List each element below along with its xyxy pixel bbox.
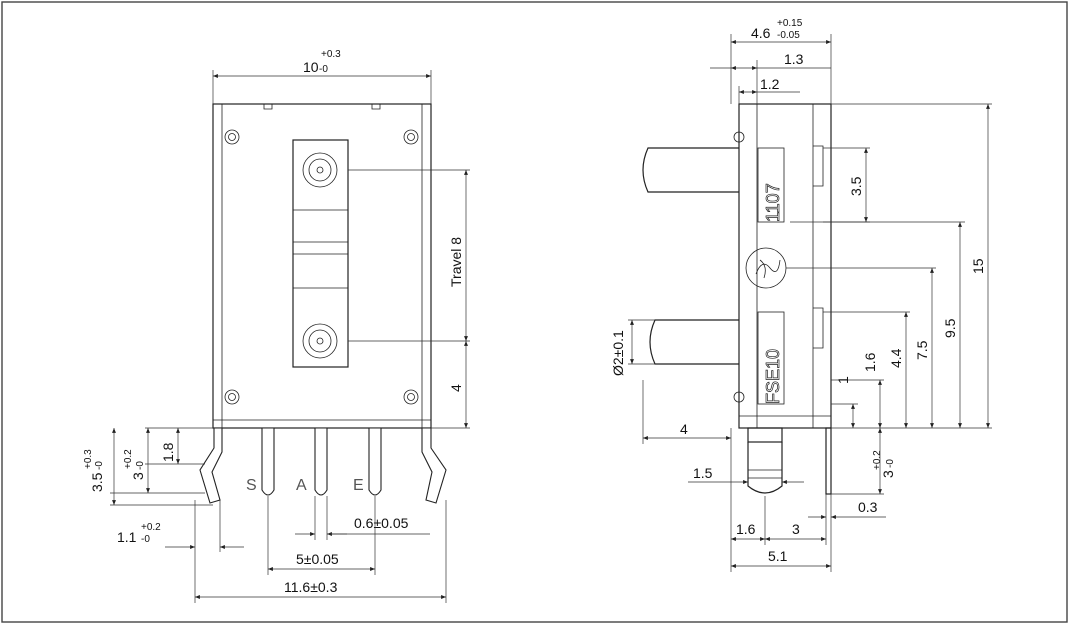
dim-side-3-minus: -0 xyxy=(885,459,896,468)
dim-pin-3-minus: -0 xyxy=(135,461,146,470)
dim-side-diameter: Ø2±0.1 xyxy=(610,330,626,376)
dim-travel-label: Travel 8 xyxy=(448,237,464,287)
dim-side-7-5: 7.5 xyxy=(914,340,930,360)
dim-width-tol-minus: -0 xyxy=(319,64,328,75)
dim-side-right: 15 9.5 7.5 4.4 3.5 1.6 1 3 +0.2 -0 xyxy=(786,103,992,495)
dim-pin-width: 0.6±0.05 xyxy=(354,515,409,531)
dim-pin-3-5-minus: -0 xyxy=(94,461,105,470)
dim-pin-pitch: 5±0.05 xyxy=(296,551,339,567)
dim-side-top-plus: +0.15 xyxy=(777,18,803,29)
dim-side-3h: 3 xyxy=(792,521,800,537)
dim-side-4-4: 4.4 xyxy=(888,348,904,368)
pin-label-e: E xyxy=(353,477,364,494)
dim-side-top-value: 4.6 xyxy=(751,25,771,41)
front-view: S A E 10 +0.3 -0 Travel 8 4 xyxy=(83,49,470,603)
dim-width-tol-plus: +0.3 xyxy=(321,49,341,60)
dim-side-5-1: 5.1 xyxy=(768,548,788,564)
dim-bottom-value: 4 xyxy=(448,384,464,392)
slider-actuator xyxy=(292,139,349,368)
dim-side-9-5: 9.5 xyxy=(942,318,958,338)
dim-side-1-6: 1.6 xyxy=(862,352,878,372)
dim-side-top-minus: -0.05 xyxy=(777,30,800,41)
front-pins: S A E xyxy=(199,427,447,504)
dim-side-1-5: 1.5 xyxy=(693,465,713,481)
dim-pin-bottom: 0.6±0.05 5±0.05 11.6±0.3 xyxy=(194,496,447,603)
pin-label-s: S xyxy=(246,477,257,494)
dim-pin-1-8: 1.8 xyxy=(160,442,176,462)
dim-side-0-3: 0.3 xyxy=(858,499,878,515)
dim-side-1-3: 1.3 xyxy=(784,51,804,67)
dim-pin-1-1: 1.1 xyxy=(117,529,137,545)
dim-side-4: 4 xyxy=(680,421,688,437)
dim-side-top: 4.6 +0.15 -0.05 1.3 1.2 xyxy=(710,18,832,104)
side-housing: 1107 FSE10 xyxy=(733,103,832,429)
dim-pin-1-1-minus: -0 xyxy=(141,534,150,545)
dim-pin-3-5: 3.5 xyxy=(89,472,105,492)
dim-travel: Travel 8 4 xyxy=(348,169,470,429)
dim-pin-3: 3 xyxy=(130,472,146,480)
front-housing xyxy=(212,103,432,429)
dim-side-1-6h: 1.6 xyxy=(736,521,756,537)
dim-pin-3-5-plus: +0.3 xyxy=(83,449,94,469)
dim-pin-left: 1.8 3 +0.2 -0 3.5 +0.3 -0 1.1 +0.2 -0 xyxy=(83,427,244,552)
dim-side-3-5: 3.5 xyxy=(848,176,864,196)
side-shafts xyxy=(642,147,739,365)
dim-side-3: 3 xyxy=(880,470,896,478)
dim-side-3-plus: +0.2 xyxy=(872,450,883,470)
pin-label-a: A xyxy=(296,477,307,494)
dim-side-left: Ø2±0.1 4 1.5 xyxy=(610,319,804,484)
dim-pin-3-plus: +0.2 xyxy=(123,449,134,469)
dim-overall-width: 11.6±0.3 xyxy=(284,579,338,595)
side-pins xyxy=(747,427,832,495)
dim-width-value: 10 xyxy=(303,59,319,75)
dim-side-1-2: 1.2 xyxy=(760,76,780,92)
dim-side-15: 15 xyxy=(970,258,986,274)
dim-front-width: 10 +0.3 -0 xyxy=(212,49,432,104)
dim-side-bottom: 1.6 3 0.3 5.1 xyxy=(730,428,886,572)
marking-bottom: FSE10 xyxy=(763,349,783,404)
marking-top: 1107 xyxy=(763,183,783,222)
side-view: 1107 FSE10 4.6 +0.15 -0.05 1.3 xyxy=(610,18,992,572)
dim-pin-1-1-plus: +0.2 xyxy=(141,522,161,533)
dim-side-1: 1 xyxy=(835,376,851,384)
